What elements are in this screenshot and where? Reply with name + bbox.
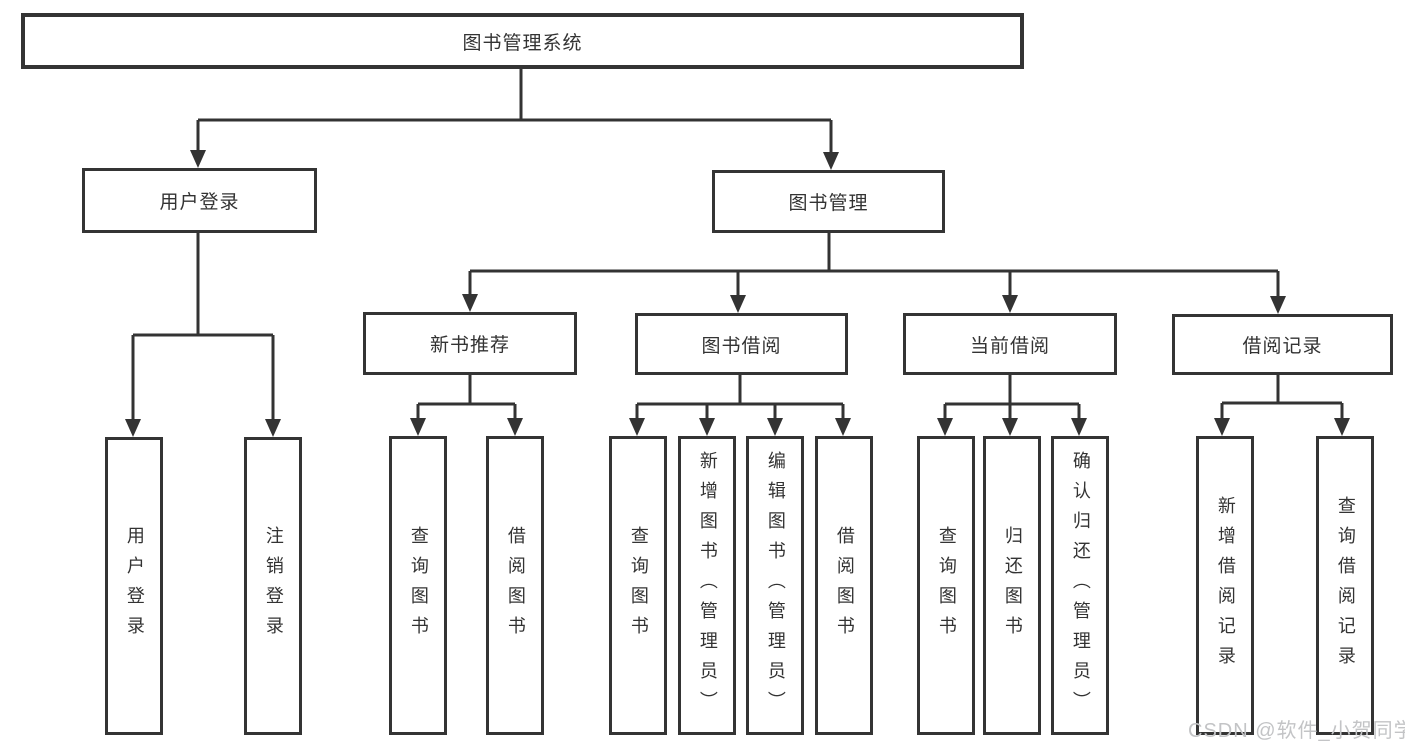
node-root-system: 图书管理系统 (21, 13, 1024, 69)
leaf-add-books-admin: 新增图书（管理员） (678, 436, 736, 735)
leaf-return-books: 归还图书 (983, 436, 1041, 735)
leaf-user-login-label: 用户登录 (124, 526, 145, 646)
leaf-confirm-return-admin-label: 确认归还（管理员） (1070, 450, 1091, 721)
leaf-recommend-borrow-books-label: 借阅图书 (505, 525, 526, 646)
leaf-query-borrow-record: 查询借阅记录 (1316, 436, 1374, 735)
leaf-edit-books-admin: 编辑图书（管理员） (746, 436, 804, 735)
leaf-borrow-books: 借阅图书 (815, 436, 873, 735)
leaf-logout-login-label: 注销登录 (263, 526, 284, 646)
connector-root-to-level2 (190, 66, 839, 170)
node-borrow-records: 借阅记录 (1172, 314, 1393, 375)
leaf-user-login: 用户登录 (105, 437, 163, 735)
leaf-add-borrow-record-label: 新增借阅记录 (1215, 495, 1236, 676)
node-book-borrow: 图书借阅 (635, 313, 848, 375)
leaf-add-books-admin-label: 新增图书（管理员） (697, 450, 718, 721)
node-book-management: 图书管理 (712, 170, 945, 233)
connector-new-book-recommend-to-leaves (410, 373, 523, 436)
leaf-query-borrow-record-label: 查询借阅记录 (1335, 495, 1356, 676)
node-current-borrow: 当前借阅 (903, 313, 1117, 375)
leaf-recommend-query-books-label: 查询图书 (408, 525, 429, 646)
leaf-return-books-label: 归还图书 (1002, 525, 1023, 646)
connector-borrow-records-to-leaves (1214, 373, 1350, 436)
connector-book-management-to-level3 (462, 231, 1286, 314)
node-new-book-recommend: 新书推荐 (363, 312, 577, 375)
csdn-watermark: CSDN @软件_小贺同学 (1188, 720, 1405, 742)
leaf-current-query-books: 查询图书 (917, 436, 975, 735)
leaf-recommend-borrow-books: 借阅图书 (486, 436, 544, 735)
leaf-borrow-query-books: 查询图书 (609, 436, 667, 735)
leaf-add-borrow-record: 新增借阅记录 (1196, 436, 1254, 735)
leaf-recommend-query-books: 查询图书 (389, 436, 447, 735)
connector-user-login-to-leaves (125, 231, 281, 437)
node-user-login: 用户登录 (82, 168, 317, 233)
leaf-edit-books-admin-label: 编辑图书（管理员） (765, 450, 786, 721)
leaf-current-query-books-label: 查询图书 (936, 525, 957, 646)
leaf-logout-login: 注销登录 (244, 437, 302, 735)
leaf-borrow-query-books-label: 查询图书 (628, 525, 649, 646)
leaf-confirm-return-admin: 确认归还（管理员） (1051, 436, 1109, 735)
leaf-borrow-books-label: 借阅图书 (834, 525, 855, 646)
connector-current-borrow-to-leaves (937, 373, 1087, 436)
connector-book-borrow-to-leaves (629, 373, 851, 436)
